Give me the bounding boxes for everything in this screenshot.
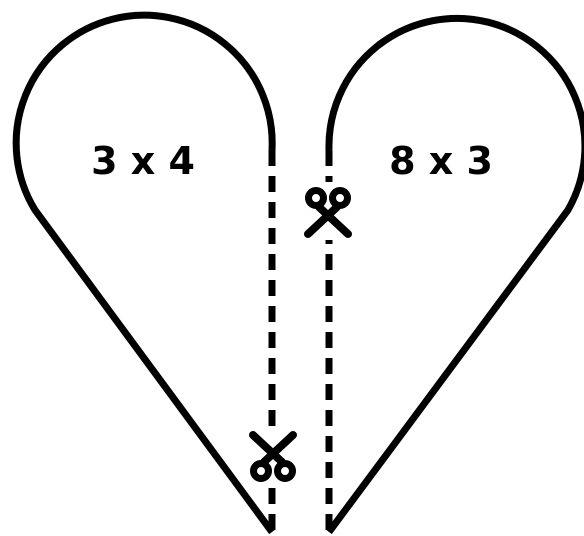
right-half-outline (325, 14, 584, 535)
scissors-icon (247, 429, 299, 487)
left-half-label: 3 x 4 (91, 139, 195, 183)
scissors-icon (302, 182, 354, 240)
left-heart-half: 3 x 4 (12, 11, 276, 536)
right-half-label: 8 x 3 (389, 139, 493, 183)
left-half-outline (12, 11, 276, 535)
right-heart-half: 8 x 3 (325, 14, 584, 536)
